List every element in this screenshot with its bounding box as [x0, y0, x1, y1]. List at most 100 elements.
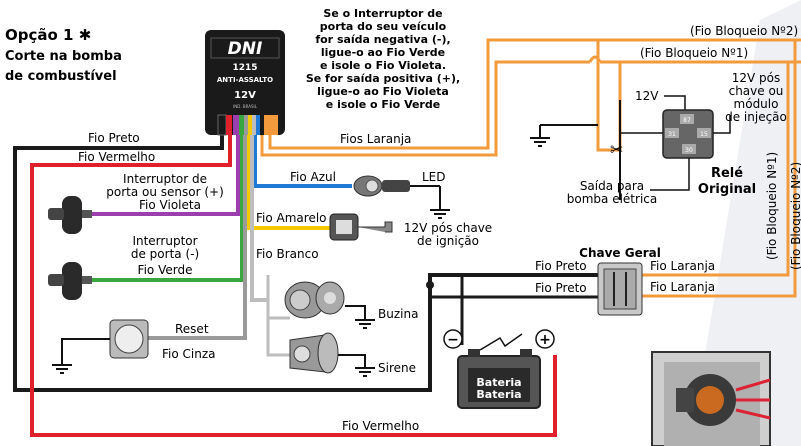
- label-interruptor-neg-1: Interruptor: [132, 234, 197, 248]
- label-bloqueio-1: (Fio Bloqueio Nº1): [640, 46, 748, 60]
- battery-plus: +: [539, 332, 551, 348]
- title-line-3: de combustível: [5, 69, 117, 84]
- relay-pin-30: 30: [685, 147, 693, 154]
- note-line: for saída negativa (-),: [315, 33, 450, 46]
- module-brand: DNI: [228, 39, 263, 59]
- note-line: ligue-o ao Fio Verde: [321, 46, 445, 59]
- label-chave-preto-1: Fio Preto: [535, 259, 587, 273]
- relay-15-wire: [713, 115, 731, 134]
- label-reset: Reset: [175, 322, 209, 336]
- background-shape: [690, 0, 801, 446]
- yellow-wire: [246, 132, 330, 230]
- ground-icon: [355, 319, 375, 329]
- label-pos-chave-2: chave ou: [729, 84, 784, 98]
- label-saida-1: Saída para: [580, 179, 644, 193]
- battery-positive-icon: [535, 329, 555, 349]
- label-fios-laranja: Fios Laranja: [340, 132, 411, 146]
- module-subtitle: ANTI-ASSALTO: [217, 76, 273, 84]
- label-interruptor-pos-1: Interruptor de: [123, 172, 207, 186]
- orange-wire-relay: [596, 40, 622, 152]
- label-chave-preto-2: Fio Preto: [535, 281, 587, 295]
- label-ignicao-2: de ignição: [417, 234, 479, 248]
- label-12v: 12V: [635, 89, 659, 103]
- note-line: Se o Interruptor de: [323, 7, 442, 20]
- label-pos-chave-1: 12V pós: [732, 71, 781, 85]
- junction-dot: [426, 281, 434, 289]
- ignition-key-icon: [329, 213, 393, 241]
- title-line-2: Corte na bomba: [5, 49, 122, 64]
- led-icon: [353, 175, 441, 210]
- relay-30-wire: [650, 158, 690, 191]
- note-line: porta do seu veículo: [320, 20, 447, 33]
- relay-pin-15: 15: [700, 131, 708, 138]
- alarm-module: DNI 1215 ANTI-ASSALTO 12V IND. BRASIL: [205, 30, 285, 136]
- ground-icon: [355, 367, 375, 377]
- label-fio-verde: Fio Verde: [138, 263, 193, 277]
- blue-wire: [253, 132, 352, 188]
- module-model: 1215: [232, 63, 257, 73]
- horn-icon: [284, 281, 345, 319]
- label-fio-vermelho: Fio Vermelho: [78, 150, 155, 164]
- title-line-1: Opção 1 ✱: [5, 26, 91, 44]
- label-fio-vermelho-bottom: Fio Vermelho: [342, 419, 419, 433]
- reset-button-icon: [109, 319, 149, 359]
- scissors-icon: ✂: [610, 140, 623, 159]
- label-led: LED: [422, 170, 446, 184]
- orange-wire-chave-1: [640, 40, 797, 298]
- orange-wire-1: [260, 60, 801, 157]
- relay-12v-wire: [664, 95, 686, 110]
- label-fio-amarelo: Fio Amarelo: [256, 211, 327, 225]
- battery-icon: Bateria Bateria: [457, 349, 541, 409]
- relay-pin-87: 87: [683, 117, 691, 124]
- label-buzina: Buzina: [378, 307, 418, 321]
- label-bloqueio-2-vertical: (Fio Bloqueio Nº2): [789, 162, 801, 270]
- label-rele-1: Relé: [711, 166, 743, 181]
- red-wire: [30, 132, 557, 437]
- label-chave-geral: Chave Geral: [579, 246, 661, 260]
- master-switch-icon: [597, 262, 643, 316]
- grey-wire: [148, 132, 247, 340]
- green-wire: [90, 132, 244, 282]
- label-saida-2: bomba elétrica: [567, 192, 657, 206]
- orange-wire-2: [268, 38, 801, 150]
- door-switch-neg-icon: [48, 262, 92, 300]
- note-line: Se for saída positiva (+),: [306, 72, 460, 85]
- battery-minus: −: [447, 332, 459, 348]
- ground-icon: [52, 364, 72, 374]
- reset-ground-wire: [61, 338, 110, 365]
- module-voltage: 12V: [234, 90, 256, 101]
- label-interruptor-neg-2: de porta (-): [131, 247, 199, 261]
- battery-label: Bateria: [476, 376, 521, 389]
- label-interruptor-pos-2: porta ou sensor (+): [106, 185, 224, 199]
- horn-ground-wire: [345, 305, 366, 320]
- label-bloqueio-1-vertical: (Fio Bloqueio Nº1): [765, 152, 779, 260]
- label-fio-branco: Fio Branco: [256, 247, 319, 261]
- label-rele-2: Original: [698, 182, 756, 197]
- label-ignicao-1: 12V pós chave: [404, 221, 492, 235]
- door-switch-pos-icon: [48, 196, 92, 234]
- label-pos-chave-3: módulo: [734, 97, 779, 111]
- note-line: e isole o Fio Verde: [326, 98, 440, 111]
- note-line: e isole o Fio Violeta.: [320, 59, 446, 72]
- label-bloqueio-2: (Fio Bloqueio Nº2): [690, 24, 798, 38]
- siren-ground-wire: [338, 354, 366, 368]
- label-fio-cinza: Fio Cinza: [162, 347, 216, 361]
- orange-wire-chave-2: [640, 62, 790, 277]
- module-origin: IND. BRASIL: [233, 104, 258, 109]
- relay-pin-31: 31: [668, 131, 676, 138]
- battery-negative-icon: [443, 329, 463, 349]
- note-line: ligue-o ao Fio Violeta: [317, 85, 449, 98]
- black-wire-ground: [40, 273, 600, 392]
- wiring-note: Se o Interruptor de porta do seu veículo…: [306, 7, 460, 111]
- white-wire-branch: [266, 275, 290, 357]
- relay-icon: 87 31 15 30: [662, 109, 714, 159]
- ground-icon: [430, 209, 450, 219]
- battery-label-2: Bateria: [476, 388, 521, 401]
- black-wire: [13, 132, 224, 392]
- ground-icon: [530, 137, 550, 147]
- inset-photo: [651, 351, 771, 446]
- spark-icon: [479, 333, 523, 351]
- label-sirene: Sirene: [378, 361, 416, 375]
- label-fio-azul: Fio Azul: [290, 170, 336, 184]
